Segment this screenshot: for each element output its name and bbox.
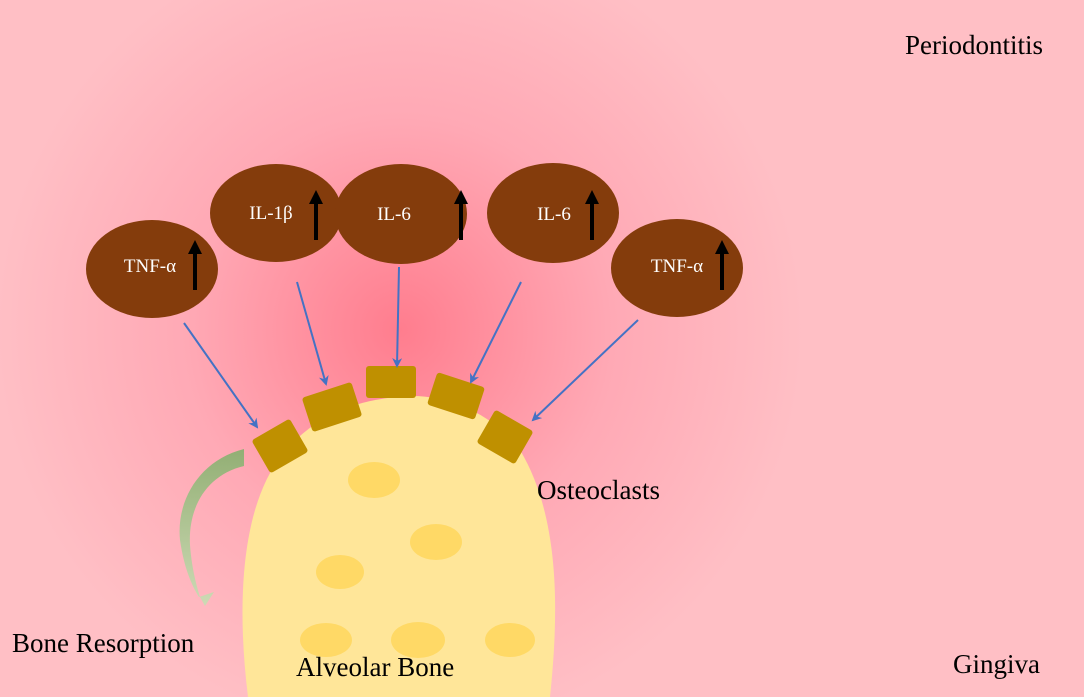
up-arrow-icon <box>454 190 468 240</box>
osteoclast-cell <box>366 366 416 398</box>
cytokine-ellipse <box>210 164 342 262</box>
bone-spot <box>316 555 364 589</box>
signal-arrow <box>531 319 639 422</box>
osteoclasts-label: Osteoclasts <box>537 475 660 505</box>
signal-arrow <box>470 281 522 384</box>
signal-arrow <box>296 281 329 386</box>
bone-spot <box>485 623 535 657</box>
bone-spot <box>391 622 445 658</box>
signal-arrows <box>183 266 639 429</box>
up-arrow-icon <box>585 190 599 240</box>
cytokine-ellipse <box>335 164 467 264</box>
cytokine-5: TNF-α <box>611 219 743 317</box>
cytokine-label: TNF-α <box>124 256 176 277</box>
osteoclasts-group <box>252 366 533 473</box>
osteoclast-cell <box>477 410 533 464</box>
bone-spot <box>300 623 352 657</box>
up-arrow-icon <box>309 190 323 240</box>
up-arrow-icon <box>188 240 202 290</box>
bone-spot <box>348 462 400 498</box>
cytokine-2: IL-1β <box>210 164 342 262</box>
bone-resorption-label: Bone Resorption <box>12 628 195 658</box>
bone-spots <box>300 462 535 658</box>
osteoclast-cell <box>252 419 308 473</box>
gingiva-label: Gingiva <box>953 649 1040 679</box>
alveolar-bone-shape <box>242 395 556 697</box>
cytokine-ellipse <box>611 219 743 317</box>
cytokine-4: IL-6 <box>487 163 619 263</box>
cytokine-label: IL-6 <box>537 204 571 225</box>
cytokine-label: TNF-α <box>651 256 703 277</box>
cytokine-3: IL-6 <box>335 164 468 264</box>
signal-arrow <box>183 322 259 429</box>
up-arrow-icon <box>715 240 729 290</box>
osteoclast-cell <box>427 372 485 420</box>
signal-arrow <box>392 266 403 368</box>
bone-resorption-arrow <box>179 449 244 606</box>
osteoclast-cell <box>302 382 362 432</box>
cytokine-label: IL-6 <box>377 204 411 225</box>
cytokine-ellipse <box>86 220 218 318</box>
cytokine-1: TNF-α <box>86 220 218 318</box>
alveolar-bone-label: Alveolar Bone <box>296 652 454 682</box>
cytokine-label: IL-1β <box>249 203 292 224</box>
periodontitis-label: Periodontitis <box>905 30 1043 60</box>
bone-spot <box>410 524 462 560</box>
cytokine-ellipse <box>487 163 619 263</box>
